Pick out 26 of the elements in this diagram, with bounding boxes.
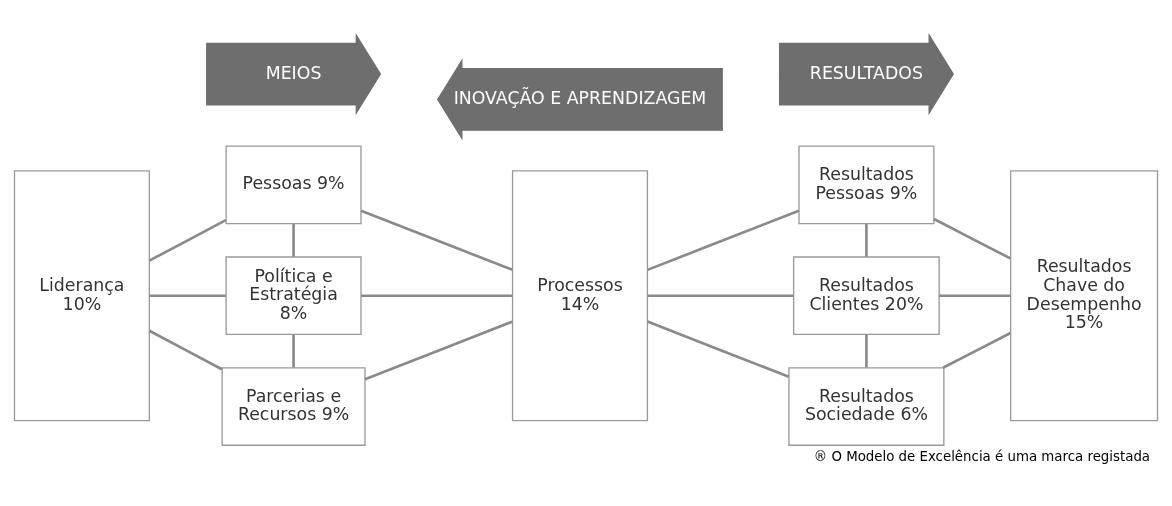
connector: [647, 209, 800, 272]
connector: [148, 218, 227, 262]
connector: [647, 294, 794, 298]
connector: [149, 294, 226, 298]
connector: [360, 209, 513, 272]
connector: [292, 334, 295, 368]
connector: [292, 223, 295, 257]
connector: [933, 217, 1011, 260]
node-box: Resultados Chave do Desempenho 15%: [1009, 170, 1159, 422]
connector: [647, 320, 790, 378]
connector: [939, 294, 1011, 298]
connector: [865, 334, 868, 368]
node-box: Resultados Sociedade 6%: [788, 367, 945, 446]
node-box: Resultados Clientes 20%: [792, 256, 940, 336]
connector: [942, 331, 1012, 369]
caption: ® O Modelo de Excelência é uma marca registada: [813, 449, 1151, 465]
node-box: Pessoas 9%: [225, 145, 362, 225]
node-box: Política e Estratégia 8%: [225, 256, 362, 336]
node-box: Parcerias e Recursos 9%: [221, 367, 366, 446]
node-box: Liderança 10%: [13, 170, 150, 422]
node-box: Processos 14%: [511, 170, 649, 422]
node-box: Resultados Pessoas 9%: [798, 145, 935, 225]
connector: [148, 329, 223, 371]
connector: [361, 294, 513, 298]
connector: [364, 320, 513, 381]
connector: [865, 223, 868, 257]
